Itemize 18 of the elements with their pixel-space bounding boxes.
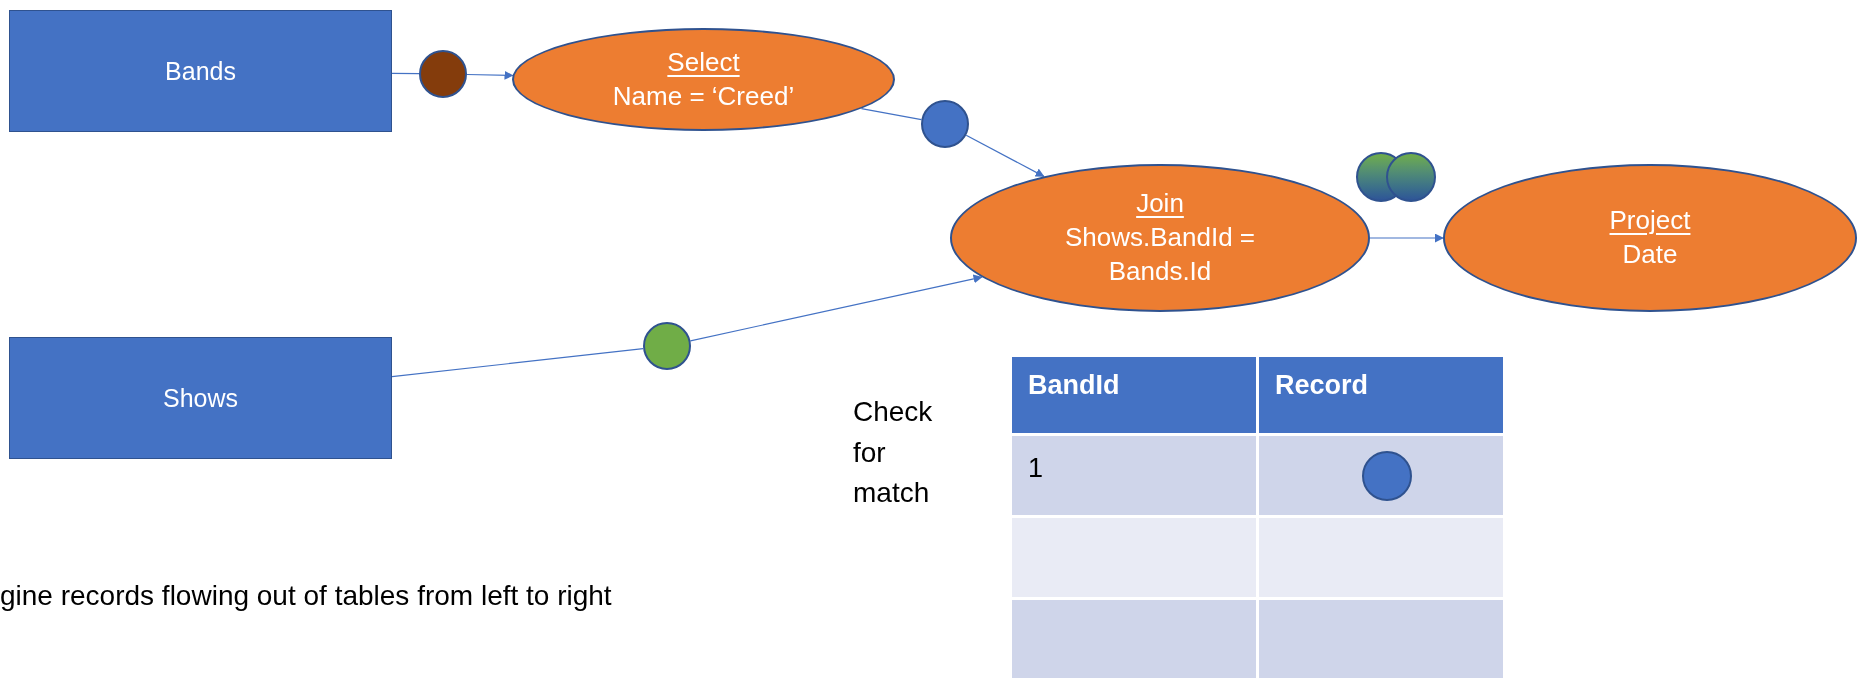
table-box [9, 10, 392, 132]
operation-condition: Shows.BandId = Bands.Id [1063, 221, 1257, 288]
table-box [9, 337, 392, 459]
operation-title: Join [1136, 187, 1184, 221]
table-name: Shows [162, 382, 238, 414]
table-cell: 1 [1012, 436, 1256, 515]
note-text: Check for match [853, 395, 934, 511]
connector-arrow [466, 70, 514, 80]
operation-condition: Date [1622, 238, 1678, 271]
note-text: gine records flowing out of tables from left to right [0, 579, 612, 613]
operation-title: Project [1609, 204, 1691, 238]
table-header-cell: Record [1259, 357, 1503, 433]
operation-condition: Name = ‘Creed’ [612, 79, 795, 113]
connector-arrow [1369, 233, 1444, 243]
table-name: Bands [165, 55, 236, 87]
table-header-cell: BandId [1012, 357, 1256, 433]
operation-title: Select [667, 45, 740, 79]
connector-arrow [965, 134, 1045, 177]
